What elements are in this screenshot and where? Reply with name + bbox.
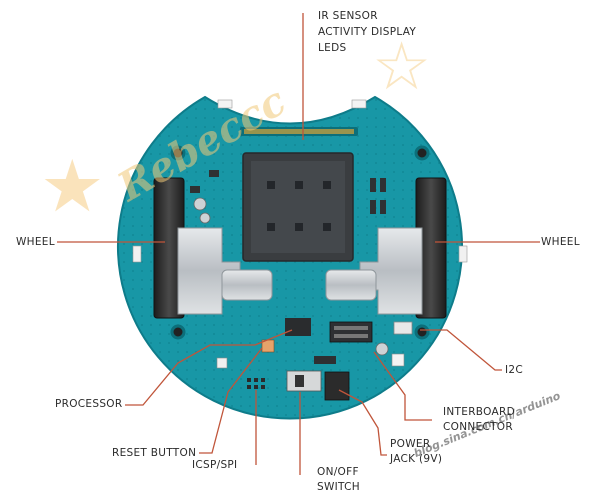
label-icsp: ICSP/SPI: [192, 459, 238, 471]
i2c-connector: [393, 321, 413, 335]
watermark-star-right-icon: ☆: [372, 28, 432, 105]
motor-right: [325, 269, 377, 301]
label-ir-sensor: IR SENSOR ACTIVITY DISPLAY LEDS: [318, 10, 416, 55]
label-power-line2: JACK (9V): [390, 453, 443, 465]
label-wheel-left: WHEEL: [16, 236, 55, 248]
label-power-line1: POWER: [390, 438, 431, 450]
label-onoff-line1: ON/OFF: [317, 466, 359, 478]
label-interboard: INTERBOARD CONNECTOR: [443, 406, 515, 434]
leader-processor: [125, 329, 293, 406]
leader-lines: [57, 13, 540, 475]
label-interboard-line2: CONNECTOR: [443, 421, 513, 433]
leader-reset: [199, 347, 263, 454]
processor-chip: [285, 318, 311, 336]
small-components: [190, 170, 389, 356]
label-i2c: I2C: [505, 364, 524, 376]
leader-i2c: [420, 329, 502, 371]
label-wheel-right: WHEEL: [541, 236, 580, 248]
label-onoff-line2: SWITCH: [317, 481, 360, 493]
mounting-holes: [170, 145, 430, 340]
top-connector-left: [217, 99, 233, 109]
leader-power: [338, 389, 387, 456]
power-jack: [324, 371, 350, 401]
label-ir-sensor-line3: LEDS: [318, 42, 347, 54]
label-ir-sensor-line2: ACTIVITY DISPLAY: [318, 26, 417, 38]
watermark-star-left-icon: ★: [40, 144, 105, 228]
label-interboard-line1: INTERBOARD: [443, 406, 515, 418]
motor-left: [221, 269, 273, 301]
icsp-header: [247, 378, 265, 389]
label-on-off-switch: ON/OFF SWITCH: [317, 466, 360, 494]
top-connector-right: [351, 99, 367, 109]
label-ir-sensor-line1: IR SENSOR: [318, 10, 378, 22]
module-led-squares: [267, 181, 331, 231]
label-reset-button: RESET BUTTON: [112, 447, 197, 459]
leader-interboard: [373, 351, 432, 421]
interboard-connector: [329, 321, 373, 343]
label-processor: PROCESSOR: [55, 398, 123, 410]
label-power-jack: POWER JACK (9V): [390, 438, 442, 466]
